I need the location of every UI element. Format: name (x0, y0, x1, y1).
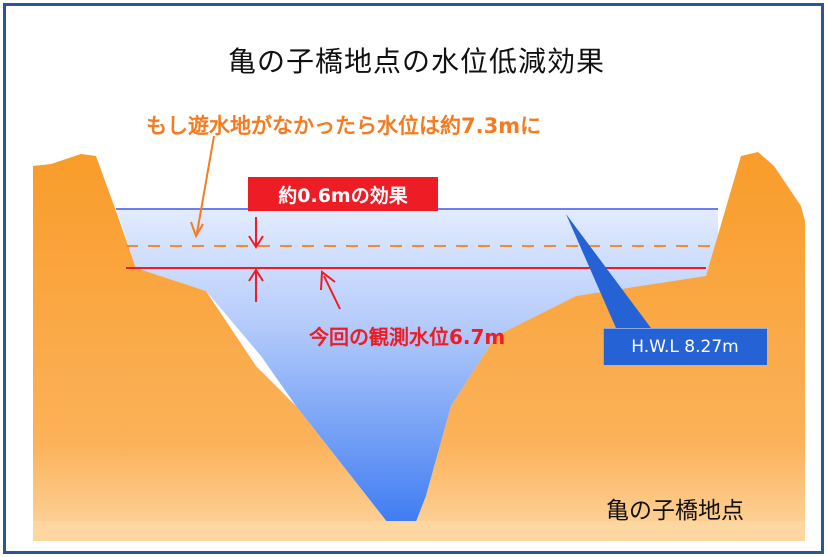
river-cross-section (33, 135, 805, 541)
left-bank (33, 154, 391, 540)
ground-base (33, 521, 805, 541)
hwl-callout-pointer (566, 214, 651, 328)
without-basin-note: もし遊水地がなかったら水位は約7.3mに (146, 114, 542, 138)
location-label: 亀の子橋地点 (606, 498, 744, 524)
diagram-title: 亀の子橋地点の水位低減効果 (227, 45, 605, 78)
effect-arrow-up (248, 268, 264, 302)
river-water (116, 208, 718, 527)
observed-level-note: 今回の観測水位6.7m (309, 325, 506, 349)
effect-arrow-down (248, 217, 264, 249)
effect-label: 約0.6mの効果 (248, 177, 438, 211)
diagram-frame: 亀の子橋地点の水位低減効果 もし遊水地がなかったら水位は約7.3mに 約0.6m… (3, 3, 824, 554)
hwl-label: H.W.L 8.27m (603, 328, 767, 365)
orange-leader-arrow (190, 135, 215, 239)
observed-leader-arrow (320, 270, 341, 310)
